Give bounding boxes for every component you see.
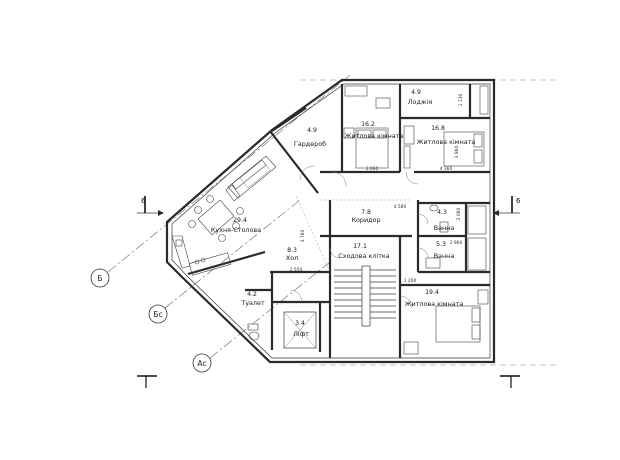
axis-bubble-as: Ас <box>192 353 212 373</box>
svg-text:7.8: 7.8 <box>361 209 371 216</box>
axis-line-bs <box>164 199 301 309</box>
svg-text:Лоджія: Лоджія <box>408 98 433 106</box>
svg-text:Житлова кімната: Житлова кімната <box>417 138 476 146</box>
svg-text:Гардероб: Гардероб <box>294 140 326 148</box>
room-label-garderob: 4.9 Гардероб <box>294 127 326 148</box>
svg-text:Бс: Бс <box>153 310 162 319</box>
svg-text:5.3: 5.3 <box>436 241 446 248</box>
axis-bubble-bs: Бс <box>148 304 168 324</box>
svg-text:Ас: Ас <box>197 359 206 368</box>
svg-text:3.4: 3.4 <box>295 320 305 327</box>
svg-text:29.4: 29.4 <box>233 217 247 224</box>
room-label-corridor: 7.8 Коридор <box>351 209 380 224</box>
svg-text:4 360: 4 360 <box>440 166 453 172</box>
interior-walls <box>187 84 490 358</box>
axis-line-as <box>209 261 331 359</box>
axis-line-b <box>107 74 351 273</box>
room-label-staircase: 17.1 Сходова клітка <box>338 243 389 260</box>
bathroom-fixtures <box>247 204 487 341</box>
grid-axes <box>107 74 560 366</box>
svg-text:3 860: 3 860 <box>454 146 460 159</box>
svg-text:1 130: 1 130 <box>458 94 464 107</box>
kitchen-furniture <box>171 155 277 276</box>
svg-text:17.1: 17.1 <box>353 243 367 250</box>
section-mark-bottom-right <box>500 375 520 388</box>
room-label-hall: 8.3 Хол <box>286 247 298 262</box>
svg-text:4.2: 4.2 <box>247 291 257 298</box>
room-label-living-19-4: 19.4 Житлова кімната <box>405 289 464 308</box>
svg-text:16.2: 16.2 <box>361 121 375 128</box>
svg-text:3 060: 3 060 <box>366 166 379 172</box>
dotted-guides <box>295 195 412 273</box>
room-label-toilet: 4.2 Туалет <box>240 291 265 307</box>
svg-text:Житлова кімната: Житлова кімната <box>405 300 464 308</box>
room-label-loggia: 4.9 Лоджія <box>408 89 433 106</box>
section-mark-right: 6 <box>493 196 521 216</box>
room-label-lift: 3.4 Ліфт <box>293 320 309 338</box>
stair-treads <box>334 265 396 327</box>
room-16-8-furniture <box>403 85 489 169</box>
svg-text:6: 6 <box>141 197 146 205</box>
svg-text:4.9: 4.9 <box>307 127 317 134</box>
svg-text:19.4: 19.4 <box>425 289 439 296</box>
room-label-bath-1: 4.3 Ванна <box>434 209 455 232</box>
svg-text:Кухня-Столова: Кухня-Столова <box>211 226 261 234</box>
stair-well <box>361 265 371 327</box>
axis-bubble-b: Б <box>90 268 110 288</box>
svg-text:3 760: 3 760 <box>300 230 306 243</box>
svg-text:4.9: 4.9 <box>411 89 421 96</box>
svg-text:Б: Б <box>97 274 102 283</box>
svg-text:2 960: 2 960 <box>450 240 463 246</box>
svg-text:4.3: 4.3 <box>437 209 447 216</box>
svg-text:Хол: Хол <box>286 254 298 262</box>
dimension-labels: 3 060 4 360 4 580 2 550 1 200 2 960 1 13… <box>290 94 464 284</box>
exterior-walls <box>165 78 496 364</box>
room-16-2-furniture <box>343 85 391 169</box>
svg-text:Житлова кімната: Житлова кімната <box>345 132 404 140</box>
room-label-living-16-2: 16.2 Житлова кімната <box>345 121 404 140</box>
svg-text:16.8: 16.8 <box>431 125 445 132</box>
svg-text:1 200: 1 200 <box>404 278 417 284</box>
section-mark-bottom-left <box>137 375 157 388</box>
door-swings <box>289 165 429 309</box>
svg-text:Ліфт: Ліфт <box>293 330 309 338</box>
room-label-bath-2: 5.3 Ванна <box>434 241 455 260</box>
room-label-living-16-8: 16.8 Житлова кімната <box>417 125 476 146</box>
section-mark-left: 6 <box>137 196 164 216</box>
svg-text:2 550: 2 550 <box>290 267 303 273</box>
svg-text:Коридор: Коридор <box>351 216 380 224</box>
lift-shaft <box>283 311 317 349</box>
svg-text:Ванна: Ванна <box>434 224 455 232</box>
svg-text:Ванна: Ванна <box>434 252 455 260</box>
svg-text:Сходова клітка: Сходова клітка <box>338 252 389 260</box>
room-19-4-furniture <box>403 289 489 355</box>
svg-text:6: 6 <box>516 197 521 205</box>
svg-text:4 580: 4 580 <box>394 204 407 210</box>
svg-text:Туалет: Туалет <box>240 299 265 307</box>
svg-text:2 060: 2 060 <box>456 208 462 221</box>
svg-text:8.3: 8.3 <box>287 247 297 254</box>
room-label-kitchen: 29.4 Кухня-Столова <box>211 217 261 234</box>
